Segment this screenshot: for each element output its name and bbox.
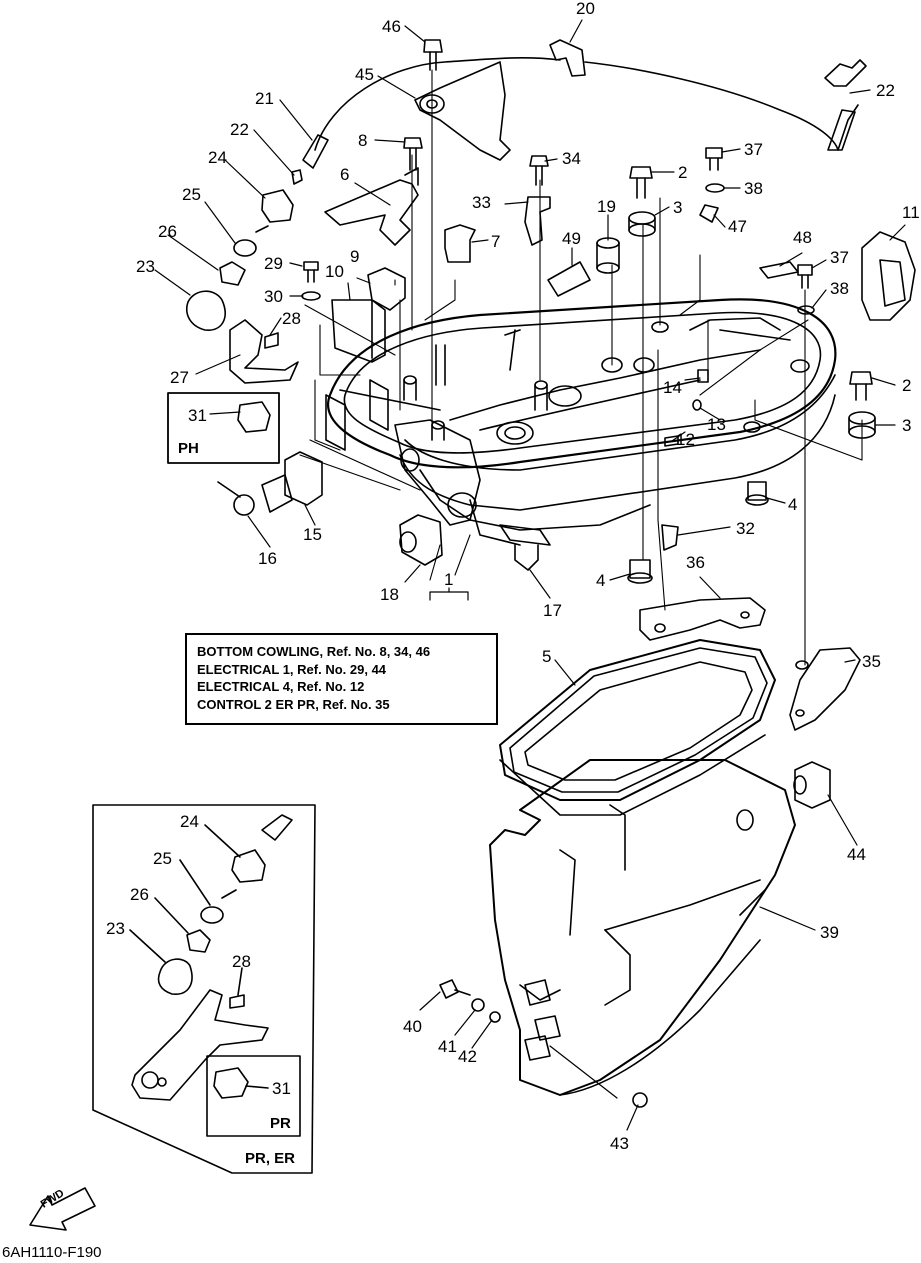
drawing-code: 6AH1110-F190 xyxy=(2,1244,102,1261)
callout-42: 42 xyxy=(458,1047,477,1066)
callout-25: 25 xyxy=(182,185,201,204)
bracket-35 xyxy=(789,647,861,731)
callout-35: 35 xyxy=(862,652,881,671)
callout-3-top: 3 xyxy=(673,198,682,217)
callout-17: 17 xyxy=(543,601,562,620)
callout-23-inset: 23 xyxy=(106,919,125,938)
callout-22-top: 22 xyxy=(876,81,895,100)
callout-13: 13 xyxy=(707,415,726,434)
callout-37-right: 37 xyxy=(830,248,849,267)
apron-39 xyxy=(489,759,796,1096)
callout-22-left: 22 xyxy=(230,120,249,139)
callout-24-inset: 24 xyxy=(180,812,199,831)
ref-bracket-1 xyxy=(429,591,469,601)
callout-43: 43 xyxy=(610,1134,629,1153)
reference-line-3: ELECTRICAL 4, Ref. No. 12 xyxy=(197,679,365,694)
callout-9: 9 xyxy=(350,247,359,266)
callout-46: 46 xyxy=(382,17,401,36)
callout-37-top: 37 xyxy=(744,140,763,159)
callout-11: 11 xyxy=(902,203,920,222)
hoses xyxy=(302,39,867,169)
reference-line-2: ELECTRICAL 1, Ref. No. 29, 44 xyxy=(197,661,387,677)
bracket-36 xyxy=(639,597,766,641)
callout-29: 29 xyxy=(264,254,283,273)
pr-variant-tag: PR xyxy=(270,1115,291,1132)
hardware-parts xyxy=(186,39,916,1108)
pr-er-variant-tag: PR, ER xyxy=(245,1150,296,1167)
callout-31-pr: 31 xyxy=(272,1079,291,1098)
bottom-cowling-body xyxy=(325,298,837,546)
callout-30: 30 xyxy=(264,287,283,306)
callout-4-right: 4 xyxy=(788,495,797,514)
callout-41: 41 xyxy=(438,1037,457,1056)
callout-2-top: 2 xyxy=(678,163,687,182)
callout-19: 19 xyxy=(597,197,616,216)
callout-7: 7 xyxy=(491,232,500,251)
callout-23: 23 xyxy=(136,257,155,276)
callout-33: 33 xyxy=(472,193,491,212)
callout-10: 10 xyxy=(325,262,344,281)
callout-32: 32 xyxy=(736,519,755,538)
callout-27: 27 xyxy=(170,368,189,387)
callout-1: 1 xyxy=(444,570,453,589)
leader-lines xyxy=(154,19,906,1131)
callout-45: 45 xyxy=(355,65,374,84)
callout-34: 34 xyxy=(562,149,581,168)
reference-line-1: BOTTOM COWLING, Ref. No. 8, 34, 46 xyxy=(197,644,431,659)
ph-variant-box xyxy=(167,392,280,464)
bracket-45 xyxy=(414,61,511,161)
callout-38-right: 38 xyxy=(830,279,849,298)
assembly-lines xyxy=(299,69,863,666)
callout-15: 15 xyxy=(303,525,322,544)
callout-3-right: 3 xyxy=(902,416,911,435)
callout-38-top: 38 xyxy=(744,179,763,198)
seal-5 xyxy=(499,639,776,816)
callout-6: 6 xyxy=(340,165,349,184)
callout-36: 36 xyxy=(686,553,705,572)
callout-2-right: 2 xyxy=(902,376,911,395)
callout-5: 5 xyxy=(542,647,551,666)
callout-39: 39 xyxy=(820,923,839,942)
ph-variant-tag: PH xyxy=(178,440,199,457)
callout-28-inset: 28 xyxy=(232,952,251,971)
callout-24: 24 xyxy=(208,148,227,167)
callout-28: 28 xyxy=(282,309,301,328)
callout-14: 14 xyxy=(663,378,682,397)
callout-40: 40 xyxy=(403,1017,422,1036)
callout-18: 18 xyxy=(380,585,399,604)
callout-25-inset: 25 xyxy=(153,849,172,868)
reference-line-4: CONTROL 2 ER PR, Ref. No. 35 xyxy=(197,696,390,712)
callout-4-lower: 4 xyxy=(596,571,605,590)
callout-48: 48 xyxy=(793,228,812,247)
callout-20: 20 xyxy=(576,0,595,18)
callout-16: 16 xyxy=(258,549,277,568)
callout-12: 12 xyxy=(676,430,695,449)
fwd-arrow-icon xyxy=(29,1187,96,1231)
callout-44: 44 xyxy=(847,845,866,864)
reference-box: BOTTOM COWLING, Ref. No. 8, 34, 46 ELECT… xyxy=(185,633,498,725)
callout-26: 26 xyxy=(158,222,177,241)
pr-er-inset xyxy=(92,804,316,1174)
callout-8: 8 xyxy=(358,131,367,150)
callout-49: 49 xyxy=(562,229,581,248)
callout-26-inset: 26 xyxy=(130,885,149,904)
callout-31-ph: 31 xyxy=(188,406,207,425)
callout-47: 47 xyxy=(728,217,747,236)
callout-numbers: 20 46 45 22 21 22 8 34 37 24 2 6 38 25 3… xyxy=(106,0,920,1153)
bracket-6 xyxy=(324,167,419,246)
callout-21: 21 xyxy=(255,89,274,108)
